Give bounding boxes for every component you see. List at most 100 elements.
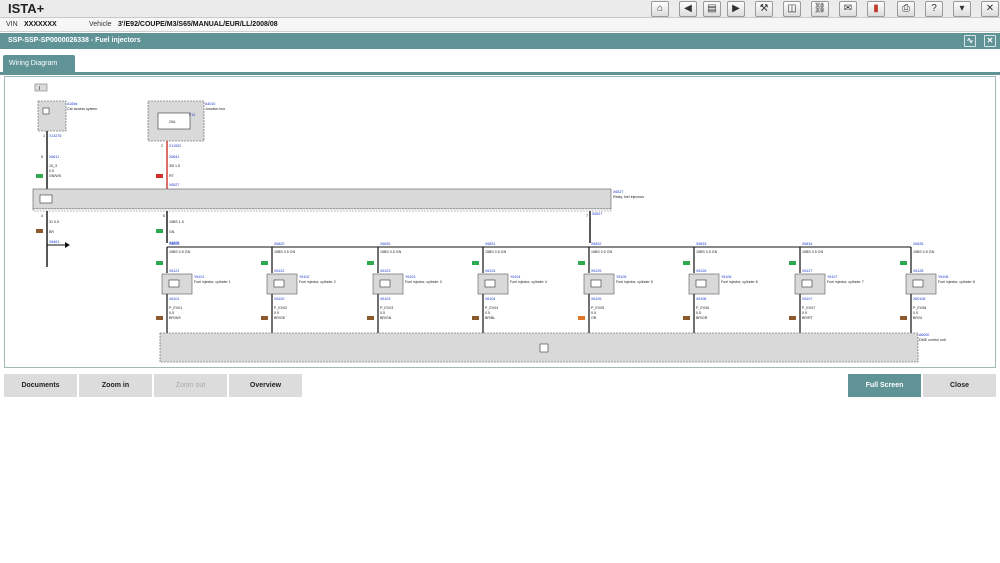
document-icon[interactable]: ▤ — [703, 1, 721, 17]
printer-icon[interactable]: ⎙ — [897, 1, 915, 17]
relay-pin-6: 6 — [163, 214, 165, 218]
arrow-right-icon[interactable]: ▶ — [727, 1, 745, 17]
injector-top-node-1: X6828 — [169, 242, 179, 246]
injector-symbol-6 — [695, 279, 707, 288]
injector-size-2: 0.5 — [274, 311, 279, 315]
documents-button[interactable]: Documents — [4, 374, 77, 397]
injector-supply-color-2 — [261, 261, 268, 265]
injector-connector-1: X6121 — [169, 269, 179, 273]
injector-signal-5: P_EV05 — [591, 306, 604, 310]
bus-top-signal: 15BS 1.5 — [169, 220, 184, 224]
injector-signal-7: P_EV07 — [802, 306, 815, 310]
relay-component — [32, 188, 612, 210]
junction-node: X6641 — [169, 155, 179, 159]
dme-code: A6000 — [919, 333, 929, 337]
injector-top-node-4: X6831 — [485, 242, 495, 246]
bus-top-color: GN — [169, 230, 175, 234]
zoom-out-button[interactable]: Zoom out — [154, 374, 227, 397]
injector-size-7: 0.5 — [802, 311, 807, 315]
car-access-node: X6611 — [49, 155, 59, 159]
top-bar: ISTA+ ⌂◀▤▶⚒◫⛓✉▮⎙?▾✕ — [0, 0, 1000, 18]
bus-top-wire-color — [156, 229, 163, 233]
junction-signal: 30f 1.5 — [169, 164, 180, 168]
home-icon[interactable]: ⌂ — [651, 1, 669, 17]
zoom-in-button[interactable]: Zoom in — [79, 374, 152, 397]
injector-signal-4: P_EV04 — [485, 306, 498, 310]
junction-pin: 2 — [161, 144, 163, 148]
relay-edge — [32, 208, 612, 212]
car-access-size: 0.5 — [49, 169, 54, 173]
ground-node: X6461 — [49, 240, 59, 244]
ground-signal: 31 0.5 — [49, 220, 59, 224]
injector-color-8: BR/VI — [913, 316, 922, 320]
injector-supply-signal-7: 15BS 0.5 GN — [802, 250, 824, 254]
injector-code-3: Y6103 — [405, 275, 415, 279]
vehicle-label: Vehicle — [89, 21, 112, 28]
junction-code: A4010 — [205, 102, 215, 106]
junction-bottom-node: X6527 — [169, 183, 179, 187]
injector-signal-color-4 — [472, 316, 479, 320]
link-icon[interactable]: ⛓ — [811, 1, 829, 17]
injector-signal-color-6 — [683, 316, 690, 320]
injector-bottom-node-4: X6104 — [485, 297, 495, 301]
injector-supply-signal-6: 15BS 0.5 GN — [696, 250, 718, 254]
injector-top-node-8: X6835 — [913, 242, 923, 246]
injector-code-5: Y6105 — [616, 275, 626, 279]
injector-bottom-node-6: X6106 — [696, 297, 706, 301]
help-icon[interactable]: ? — [925, 1, 943, 17]
injector-name-2: Fuel injector, cylinder 2 — [299, 280, 336, 284]
injector-code-2: Y6102 — [299, 275, 309, 279]
injector-color-7: BR/RT — [802, 316, 814, 320]
injector-connector-8: X6128 — [913, 269, 923, 273]
injector-supply-color-3 — [367, 261, 374, 265]
injector-signal-3: P_EV03 — [380, 306, 393, 310]
injector-name-8: Fuel injector, cylinder 8 — [938, 280, 975, 284]
car-access-signal: 15_3 — [49, 164, 57, 168]
close-icon[interactable]: ✕ — [984, 35, 996, 47]
injector-connector-4: X6124 — [485, 269, 495, 273]
close-button[interactable]: Close — [923, 374, 996, 397]
ground-wire-color — [36, 229, 43, 233]
car-access-name: Car access system — [67, 107, 97, 111]
diagram-toggle-label: I — [39, 86, 40, 92]
close-icon[interactable]: ✕ — [981, 1, 999, 17]
car-access-pin: 1 — [43, 134, 45, 138]
injector-size-8: 0.5 — [913, 311, 918, 315]
injector-name-5: Fuel injector, cylinder 5 — [616, 280, 653, 284]
injector-bottom-node-8: X60108 — [913, 297, 925, 301]
injector-size-4: 0.5 — [485, 311, 490, 315]
car-access-connector: X13276 — [49, 134, 61, 138]
injector-supply-signal-5: 15BS 0.5 GN — [591, 250, 613, 254]
injector-bottom-node-2: X6102 — [274, 297, 284, 301]
battery-icon[interactable]: ▮ — [867, 1, 885, 17]
full-screen-button[interactable]: Full Screen — [848, 374, 921, 397]
chart-icon[interactable]: ∿ — [964, 35, 976, 47]
arrow-left-icon[interactable]: ◀ — [679, 1, 697, 17]
car-access-code: A169a — [67, 102, 77, 106]
wrench-icon[interactable]: ⚒ — [755, 1, 773, 17]
dropdown-icon[interactable]: ▾ — [953, 1, 971, 17]
mail-icon[interactable]: ✉ — [839, 1, 857, 17]
injector-symbol-1 — [168, 279, 180, 288]
injector-supply-color-1 — [156, 261, 163, 265]
injector-top-node-6: X6833 — [696, 242, 706, 246]
junction-fuse-rating: 20A — [169, 120, 176, 124]
injector-code-7: Y6107 — [827, 275, 837, 279]
injector-symbol-5 — [590, 279, 602, 288]
overview-button[interactable]: Overview — [229, 374, 302, 397]
injector-signal-color-5 — [578, 316, 585, 320]
relay-pin-4: 4 — [41, 214, 43, 218]
injector-code-8: Y6108 — [938, 275, 948, 279]
car-access-wire-color — [36, 174, 43, 178]
tab-wiring-diagram[interactable]: Wiring Diagram — [3, 55, 75, 73]
injector-signal-6: P_EV06 — [696, 306, 709, 310]
book-icon[interactable]: ◫ — [783, 1, 801, 17]
injector-symbol-8 — [912, 279, 924, 288]
injector-name-1: Fuel injector, cylinder 1 — [194, 280, 231, 284]
diagram-toggle — [34, 83, 48, 92]
relay-name: Relay, fuel injectors — [613, 195, 644, 199]
injector-supply-color-7 — [789, 261, 796, 265]
car-access-color: GN/WS — [49, 174, 62, 178]
